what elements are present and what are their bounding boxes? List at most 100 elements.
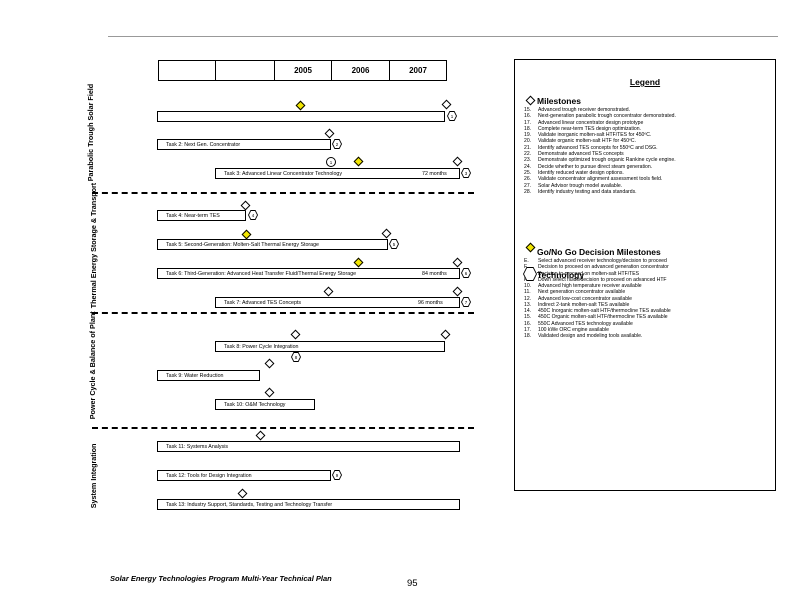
legend-item-number: 15. bbox=[524, 314, 532, 321]
task-bar-1 bbox=[157, 111, 445, 122]
legend-item: 12.Advanced low-cost concentrator availa… bbox=[524, 296, 671, 302]
legend-item-text: Advanced high temperature receiver avail… bbox=[538, 283, 642, 289]
legend-item-text: Advanced linear concentrator design prot… bbox=[538, 119, 644, 126]
legend-item-text: 450C Organic molten-salt HTF/thermocline… bbox=[538, 314, 668, 321]
legend-item-text: Next-generation parabolic trough concent… bbox=[538, 113, 676, 120]
technology-hexagon: 7 bbox=[461, 297, 471, 307]
milestone-diamond bbox=[264, 358, 275, 369]
go-no-go-diamond bbox=[353, 257, 364, 268]
technology-hexagon: 1 bbox=[447, 111, 457, 121]
milestone-diamond bbox=[381, 228, 392, 239]
timeline-header-2007: 2007 bbox=[389, 60, 447, 81]
legend-technology-heading: Technology bbox=[537, 270, 585, 280]
legend-item: 15.Advanced trough receiver demonstrated… bbox=[524, 107, 676, 113]
milestone-diamond bbox=[240, 200, 251, 211]
legend-item-text: Select advanced receiver technology/deci… bbox=[538, 258, 667, 264]
legend-item-number: 24. bbox=[524, 163, 532, 170]
legend-item-number: 17. bbox=[524, 327, 532, 334]
task-bar-12: Task 12: Tools for Design Integration bbox=[157, 470, 331, 481]
milestone-diamond bbox=[441, 99, 452, 110]
task-bar-11: Task 11: Systems Analysis bbox=[157, 441, 460, 452]
legend-item-number: 15. bbox=[524, 107, 532, 113]
legend-item: 17. Advanced linear concentrator design p… bbox=[524, 120, 676, 126]
legend-technology-list: 10. Advanced high temperature receiver av… bbox=[524, 283, 671, 340]
legend-item-text: Demonstrate optimized trough organic Ran… bbox=[538, 157, 676, 164]
legend-item-number: 18. bbox=[524, 333, 532, 340]
legend-item-number: 18. bbox=[524, 125, 532, 132]
legend-item-number: E. bbox=[524, 258, 529, 264]
milestone-diamond bbox=[237, 488, 248, 499]
legend-item: 16.Next-generation parabolic trough conc… bbox=[524, 113, 676, 119]
legend-item: 20.Validate organic molten-salt HTF for … bbox=[524, 138, 676, 144]
legend-item-text: Down select fluids/decision to proceed o… bbox=[538, 276, 667, 283]
legend-item: F.Decision to proceed on advanced genera… bbox=[524, 264, 669, 270]
legend-item-number: 17. bbox=[524, 119, 532, 126]
top-rule bbox=[108, 36, 778, 37]
legend-item-number: 22. bbox=[524, 151, 532, 158]
section-label-system-integration: System Integration bbox=[88, 443, 98, 509]
legend-item: 18. Validated design and modeling tools a… bbox=[524, 333, 671, 339]
legend-item: 10. Advanced high temperature receiver av… bbox=[524, 283, 671, 289]
legend-item-text: Decision to proceed on molten-salt HTF/T… bbox=[538, 270, 640, 277]
milestone-diamond bbox=[290, 329, 301, 340]
milestone-diamond bbox=[264, 387, 275, 398]
legend-item: 21.Identify advanced TES concepts for 55… bbox=[524, 145, 676, 151]
task-duration: 72 months bbox=[422, 170, 447, 177]
legend-item: 28.Identify industry testing and data st… bbox=[524, 189, 676, 195]
legend-item: 25.Identify reduced water design options… bbox=[524, 170, 676, 176]
section-label-power-cycle: Power Cycle & Balance of Plant bbox=[87, 311, 97, 420]
legend-item-text: Complete near-term TES design optimizati… bbox=[538, 125, 641, 132]
legend-item-text: 550C Advanced TES technology available bbox=[538, 320, 633, 327]
circle-marker: 1 bbox=[326, 157, 336, 167]
section-divider bbox=[92, 192, 474, 194]
task-bar-6: Task 6: Third-Generation: Advanced Heat … bbox=[157, 268, 460, 279]
legend-item: 19.Validate inorganic molten-salt HTF/TE… bbox=[524, 132, 676, 138]
milestone-diamond bbox=[440, 329, 451, 340]
legend-item-number: 27. bbox=[524, 182, 532, 189]
footer-page-number: 95 bbox=[407, 578, 418, 589]
legend-item-text: Validate inorganic molten-salt HTF/TES f… bbox=[538, 132, 652, 139]
task-duration: 96 months bbox=[418, 299, 443, 306]
section-divider bbox=[92, 427, 474, 429]
legend-item-number: 13. bbox=[524, 301, 532, 308]
technology-hexagon: 3 bbox=[461, 168, 471, 178]
legend-item: 11.Next generation concentrator availabl… bbox=[524, 289, 671, 295]
legend-item-number: 20. bbox=[524, 138, 532, 145]
technology-hexagon: 2 bbox=[332, 139, 342, 149]
timeline-header-cell bbox=[215, 60, 275, 81]
task-bar-3: Task 3: Advanced Linear Concentrator Tec… bbox=[215, 168, 460, 179]
legend-item-number: 26. bbox=[524, 176, 532, 183]
milestone-diamond bbox=[452, 257, 463, 268]
milestone-diamond bbox=[452, 286, 463, 297]
legend-item: 23.Demonstrate optimized trough organic … bbox=[524, 157, 676, 163]
legend-item-number: 16. bbox=[524, 320, 532, 327]
legend-item-text: Validate concentrator alignment assessme… bbox=[538, 176, 663, 183]
milestone-diamond bbox=[452, 156, 463, 167]
legend-item-number: 12. bbox=[524, 295, 532, 302]
legend-item: 24.Decide whether to pursue direct steam… bbox=[524, 164, 676, 170]
task-bar-4: Task 4: Near-term TES bbox=[157, 210, 246, 221]
milestone-diamond bbox=[323, 286, 334, 297]
legend-item-number: 10. bbox=[524, 283, 532, 289]
timeline-header-cell bbox=[158, 60, 216, 81]
legend-item-number: 21. bbox=[524, 144, 532, 151]
milestone-diamond bbox=[324, 128, 335, 139]
legend-item: 13. Indirect 2-tank molten-salt TES avail… bbox=[524, 302, 671, 308]
timeline-header-2006: 2006 bbox=[331, 60, 390, 81]
task-bar-5: Task 5: Second-Generation: Molten-Salt T… bbox=[157, 239, 388, 250]
legend-item-text: Validated design and modeling tools avai… bbox=[538, 333, 643, 340]
section-label-solar-field: Parabolic Trough Solar Field bbox=[85, 83, 95, 182]
task-bar-2: Task 2: Next Gen. Concentrator bbox=[157, 139, 331, 150]
legend-item: 15. 450C Organic molten-salt HTF/thermocl… bbox=[524, 314, 671, 320]
legend-item: E. Select advanced receiver technology/de… bbox=[524, 258, 669, 264]
legend-item-text: Indirect 2-tank molten-salt TES availabl… bbox=[538, 301, 630, 308]
legend-milestones-list: 15.Advanced trough receiver demonstrated… bbox=[524, 107, 676, 195]
legend-item: 17.100 kWe ORC engine available bbox=[524, 327, 671, 333]
legend-item-text: 450C Inorganic molten-salt HTF/thermocli… bbox=[538, 308, 671, 315]
legend-item: 18. Complete near-term TES design optimiz… bbox=[524, 126, 676, 132]
legend-item-number: 28. bbox=[524, 188, 532, 195]
footer-program-title: Solar Energy Technologies Program Multi-… bbox=[110, 574, 332, 583]
go-no-go-diamond bbox=[353, 156, 364, 167]
legend-item: 14.450C Inorganic molten-salt HTF/thermo… bbox=[524, 308, 671, 314]
legend-item-text: Decision to proceed on advanced generati… bbox=[538, 264, 669, 271]
